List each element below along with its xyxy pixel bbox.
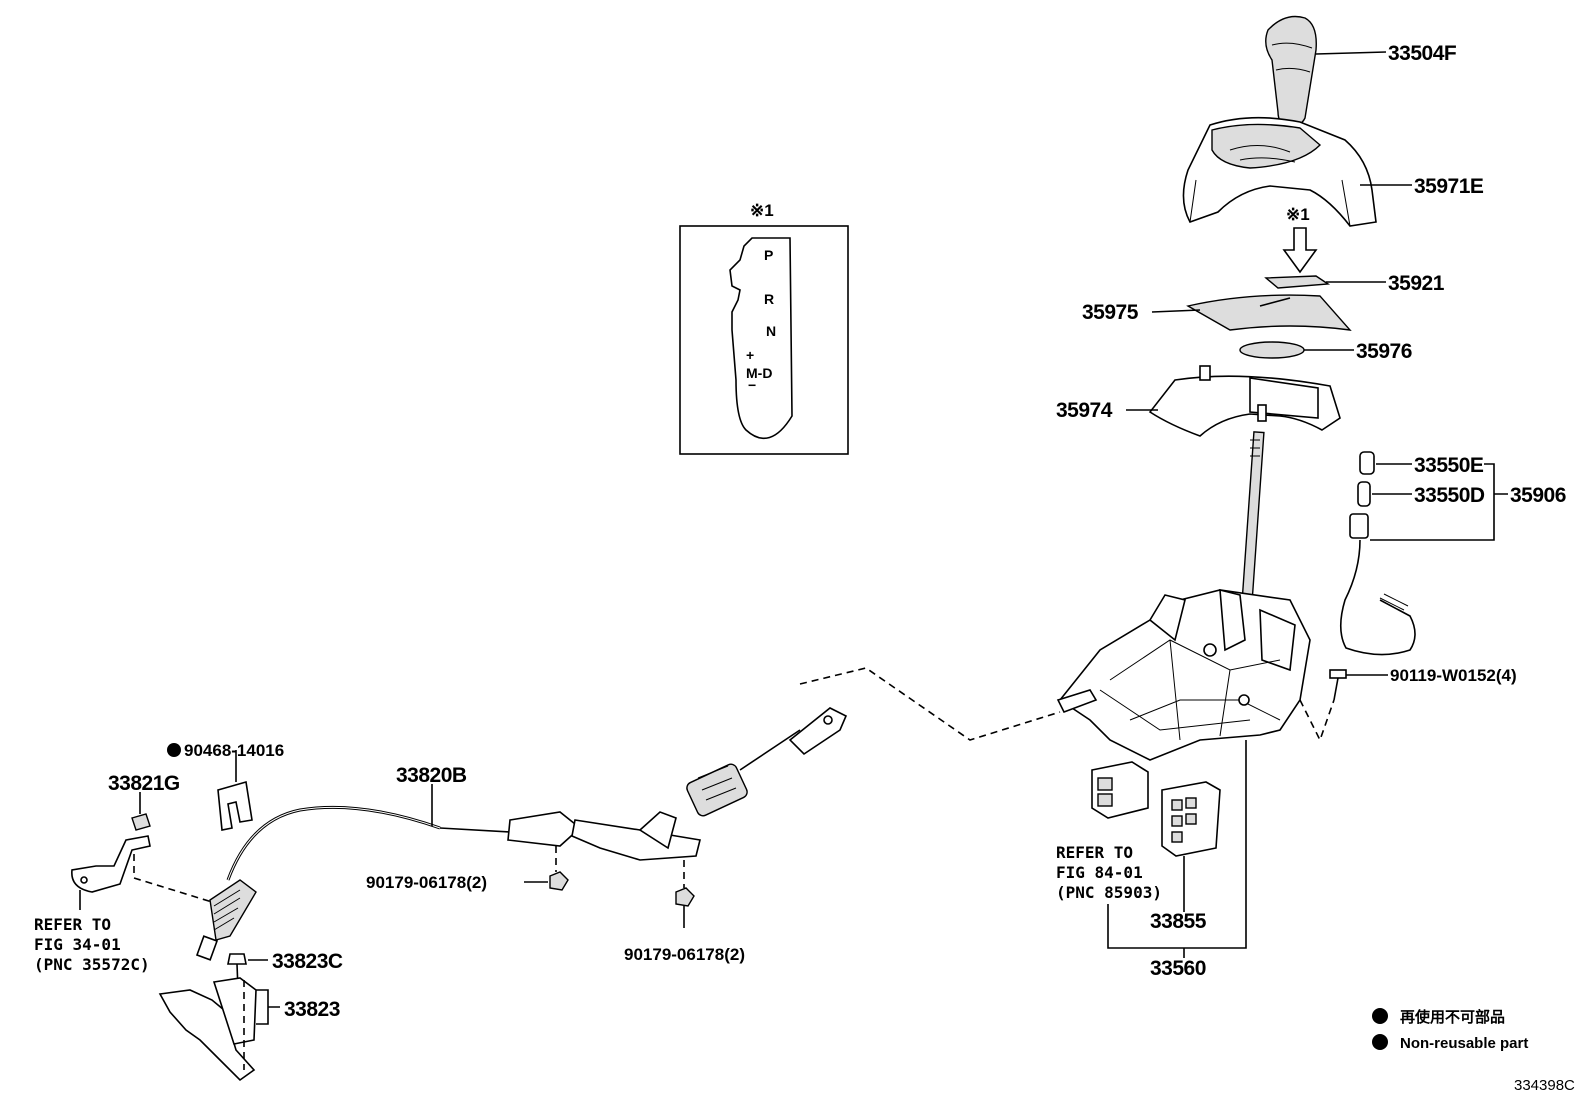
- disk-part: [1239, 341, 1305, 359]
- clip-90468: [217, 780, 253, 831]
- label-35975: 35975: [1082, 301, 1139, 324]
- label-33504F: 33504F: [1388, 42, 1457, 65]
- image-id: 334398C: [1514, 1077, 1575, 1094]
- ref-84-line3: (PNC 85903): [1056, 883, 1162, 902]
- shift-lever-shaft: [1241, 431, 1265, 603]
- label-35921: 35921: [1388, 272, 1445, 295]
- label-33820B: 33820B: [396, 764, 467, 787]
- gate-pos-md: M-D: [746, 365, 772, 381]
- shift-cover: [1186, 294, 1352, 331]
- gate-pos-n: N: [766, 323, 776, 339]
- label-33550D: 33550D: [1414, 484, 1485, 507]
- legend-dot-jp: [1372, 1008, 1388, 1024]
- screw-link-dash: [1299, 699, 1335, 743]
- gate-pos-minus: −: [748, 377, 756, 393]
- indicator-housing: [1182, 116, 1377, 227]
- bolt-33823C: [227, 953, 247, 991]
- screw-90119: [1329, 669, 1347, 701]
- label-33550E: 33550E: [1414, 454, 1484, 477]
- shift-lock-parts: [1339, 451, 1416, 656]
- ref-34-line2: FIG 34-01: [34, 935, 121, 954]
- legend-en: Non-reusable part: [1400, 1035, 1528, 1052]
- shift-knob: [1265, 15, 1317, 128]
- nut-90179-b: [675, 860, 695, 907]
- legend-dot-en: [1372, 1034, 1388, 1050]
- gate-pos-plus: +: [746, 347, 754, 363]
- shift-lever-assembly: [1056, 588, 1311, 761]
- gate-box-mark: ※1: [750, 201, 774, 220]
- bracket-link-dash: [133, 854, 213, 903]
- label-35974: 35974: [1056, 399, 1113, 422]
- gate-callout-box: [679, 225, 849, 455]
- note-arrow: [1282, 227, 1318, 274]
- bracket-33821G: [71, 813, 151, 893]
- nut-90179-a: [549, 846, 569, 891]
- cable-link-dash: [799, 667, 1061, 741]
- ref-34-line1: REFER TO: [34, 915, 111, 934]
- connector-85903: [1091, 761, 1149, 819]
- bracket-33823: [158, 977, 257, 1082]
- gate-pos-r: R: [764, 291, 774, 307]
- shift-cable: [195, 707, 848, 961]
- ref-34-line3: (PNC 35572C): [34, 955, 150, 974]
- note-mark-1: ※1: [1286, 205, 1310, 224]
- legend-jp: 再使用不可部品: [1400, 1008, 1505, 1026]
- label-90179-a: 90179-06178(2): [366, 873, 487, 892]
- label-90179-b: 90179-06178(2): [624, 945, 745, 964]
- label-33823: 33823: [284, 998, 340, 1021]
- gate-plate-part: [1264, 275, 1331, 289]
- label-33560: 33560: [1150, 957, 1206, 980]
- label-90119: 90119-W0152(4): [1390, 666, 1517, 685]
- gate-pos-p: P: [764, 247, 773, 263]
- connector-33855: [1161, 781, 1221, 857]
- label-35976: 35976: [1356, 340, 1412, 363]
- label-90468: 90468-14016: [184, 741, 284, 760]
- label-35971E: 35971E: [1414, 175, 1484, 198]
- label-35906: 35906: [1510, 484, 1566, 507]
- non-reusable-dot-90468: [167, 743, 181, 757]
- label-33855: 33855: [1150, 910, 1207, 933]
- label-33823C: 33823C: [272, 950, 343, 973]
- ref-84-line2: FIG 84-01: [1056, 863, 1143, 882]
- base-cover: [1148, 365, 1341, 437]
- ref-84-line1: REFER TO: [1056, 843, 1133, 862]
- label-33821G: 33821G: [108, 772, 180, 795]
